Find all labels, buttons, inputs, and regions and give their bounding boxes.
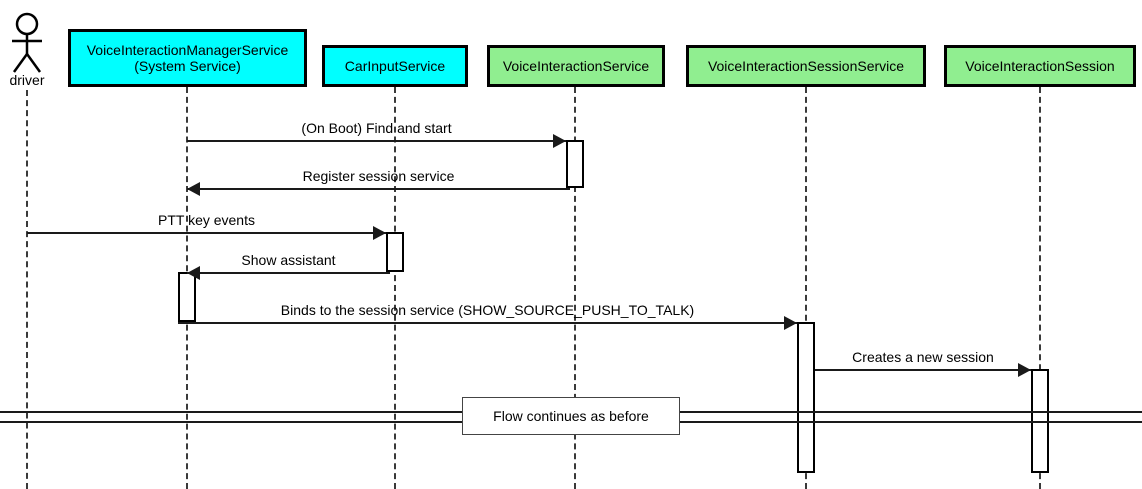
message-label-m4: Show assistant — [241, 252, 336, 268]
participant-label-vsession: VoiceInteractionSession — [965, 58, 1115, 74]
message-label-m6: Creates a new session — [852, 349, 994, 365]
driver-actor — [6, 12, 48, 74]
message-arrowhead-m3 — [373, 226, 386, 240]
participant-vss[interactable]: VoiceInteractionSessionService — [686, 45, 926, 87]
divider-label-box: Flow continues as before — [462, 397, 680, 435]
participant-vis[interactable]: VoiceInteractionService — [487, 45, 665, 87]
message-arrowhead-m6 — [1018, 363, 1031, 377]
message-arrowhead-m5 — [784, 316, 797, 330]
message-line-m5[interactable] — [178, 322, 797, 324]
participant-label-vis: VoiceInteractionService — [502, 58, 650, 74]
message-line-m6[interactable] — [815, 369, 1031, 371]
activation-carinput — [386, 232, 404, 272]
message-arrowhead-m2 — [187, 182, 200, 196]
lifeline-vss — [805, 87, 807, 489]
participant-label-carinput: CarInputService — [344, 58, 446, 74]
lifeline-vis — [574, 87, 576, 489]
participant-vsession[interactable]: VoiceInteractionSession — [944, 45, 1136, 87]
message-line-m4[interactable] — [187, 272, 390, 274]
message-label-m5: Binds to the session service (SHOW_SOURC… — [280, 302, 695, 318]
lifeline-carinput — [394, 87, 396, 489]
message-line-m1[interactable] — [187, 140, 566, 142]
message-label-m3: PTT key events — [157, 212, 255, 228]
message-line-m2[interactable] — [187, 188, 570, 190]
activation-vis — [566, 140, 584, 188]
message-line-m3[interactable] — [27, 232, 386, 234]
message-label-m2: Register session service — [302, 168, 455, 184]
lifeline-driver — [26, 90, 28, 489]
message-label-m1: (On Boot) Find and start — [301, 120, 452, 136]
participant-carinput[interactable]: CarInputService — [322, 45, 468, 87]
participant-label-vims: VoiceInteractionManagerService (System S… — [86, 42, 289, 74]
lifeline-vsession — [1039, 87, 1041, 489]
participant-vims[interactable]: VoiceInteractionManagerService (System S… — [68, 29, 307, 87]
activation-vss — [797, 322, 815, 473]
message-arrowhead-m1 — [553, 134, 566, 148]
participant-label-vss: VoiceInteractionSessionService — [707, 58, 905, 74]
driver-actor-label: driver — [9, 72, 45, 88]
message-arrowhead-m4 — [187, 266, 200, 280]
